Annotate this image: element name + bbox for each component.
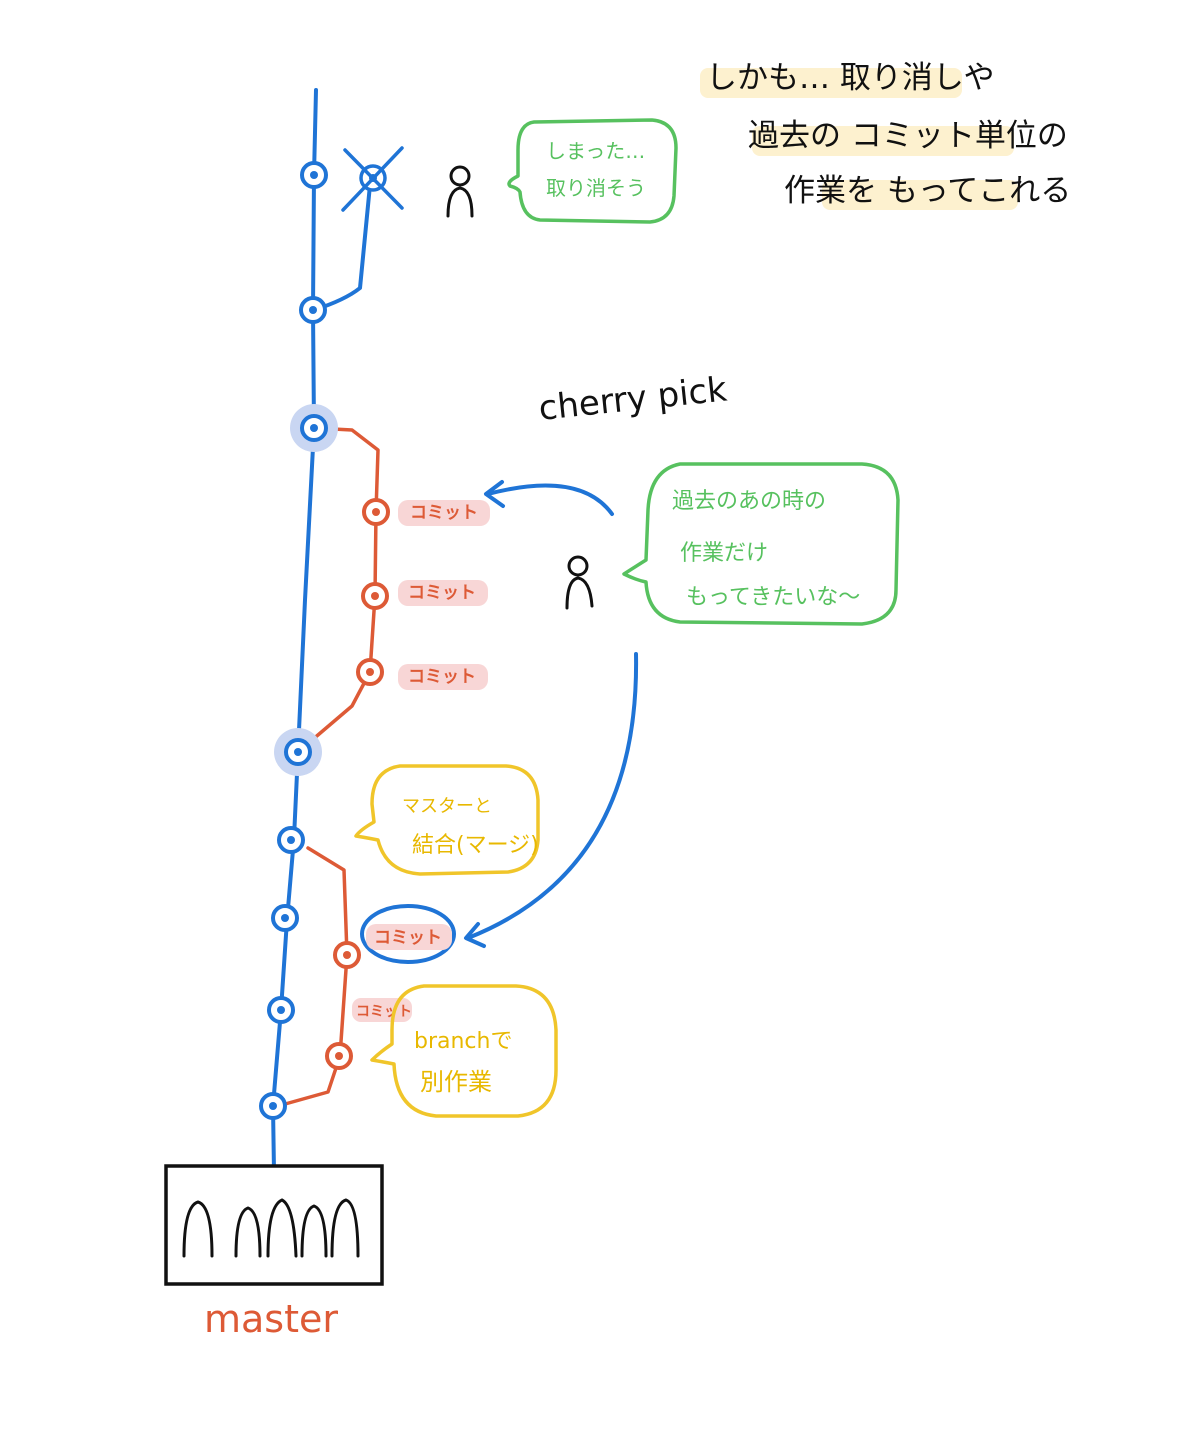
bubble-merge: マスターと 結合(マージ) (354, 764, 540, 876)
bubble-merge-line-2: 結合(マージ) (412, 833, 539, 858)
arrowhead-top (484, 480, 505, 508)
group-of-people-icon (182, 1198, 360, 1258)
master-team-box: master (164, 1164, 384, 1341)
header-highlight-2 (752, 126, 1014, 156)
bubble-branch-line-2: 別作業 (420, 1068, 492, 1096)
cherry-pick-arrow-long (466, 652, 639, 940)
master-commits (259, 146, 404, 1120)
arrowhead-bottom (464, 922, 486, 948)
header-note-line-2: 過去の コミット単位の (748, 118, 1068, 154)
undo-branch-line (312, 183, 372, 312)
feature-branch-line-2 (276, 846, 349, 1108)
bubble-undo-line-1: しまった… (546, 139, 645, 163)
bubble-branch-line-1: branchで (414, 1029, 512, 1054)
bubble-cherry-line-3: もってきたいな〜 (686, 585, 860, 610)
header-highlight-1 (700, 68, 962, 98)
commit-label: コミット (408, 667, 476, 687)
bubble-merge-line-1: マスターと (402, 796, 492, 817)
header-note-line-3: 作業を もってこれる (784, 173, 1071, 209)
cherry-pick-arrow-top (486, 483, 614, 516)
header-note-line-1: しかも… 取り消しや (706, 60, 995, 96)
person-icon (565, 555, 594, 610)
commit-label: コミット (356, 1004, 412, 1020)
team-box-frame (164, 1164, 384, 1286)
bubble-cherry-line-2: 作業だけ (680, 541, 768, 566)
commit-label: コミット (374, 928, 442, 948)
feature-branch-line-1 (296, 426, 380, 754)
bubble-cherry: 過去のあの時の 作業だけ もってきたいな〜 (622, 462, 900, 626)
header-highlight-3 (822, 180, 1018, 210)
picked-commit-circle (360, 904, 456, 964)
master-label: master (204, 1297, 338, 1341)
cancelled-commit-x-icon (341, 146, 404, 212)
bubble-branch: branchで 別作業 (370, 984, 558, 1118)
bubble-undo-line-2: 取り消そう (546, 176, 646, 200)
commit-label: コミット (410, 503, 478, 523)
bubble-undo: しまった… 取り消そう (507, 118, 678, 224)
commit-label: コミット (408, 583, 476, 603)
branch-commits: コミット コミット コミット コミット コミット (325, 498, 490, 1070)
header-note: しかも… 取り消しや 過去の コミット単位の 作業を もってこれる (700, 60, 1071, 210)
person-icon (446, 165, 474, 218)
bubble-cherry-line-1: 過去のあの時の (672, 489, 826, 514)
cherry-pick-label: cherry pick (537, 369, 729, 429)
